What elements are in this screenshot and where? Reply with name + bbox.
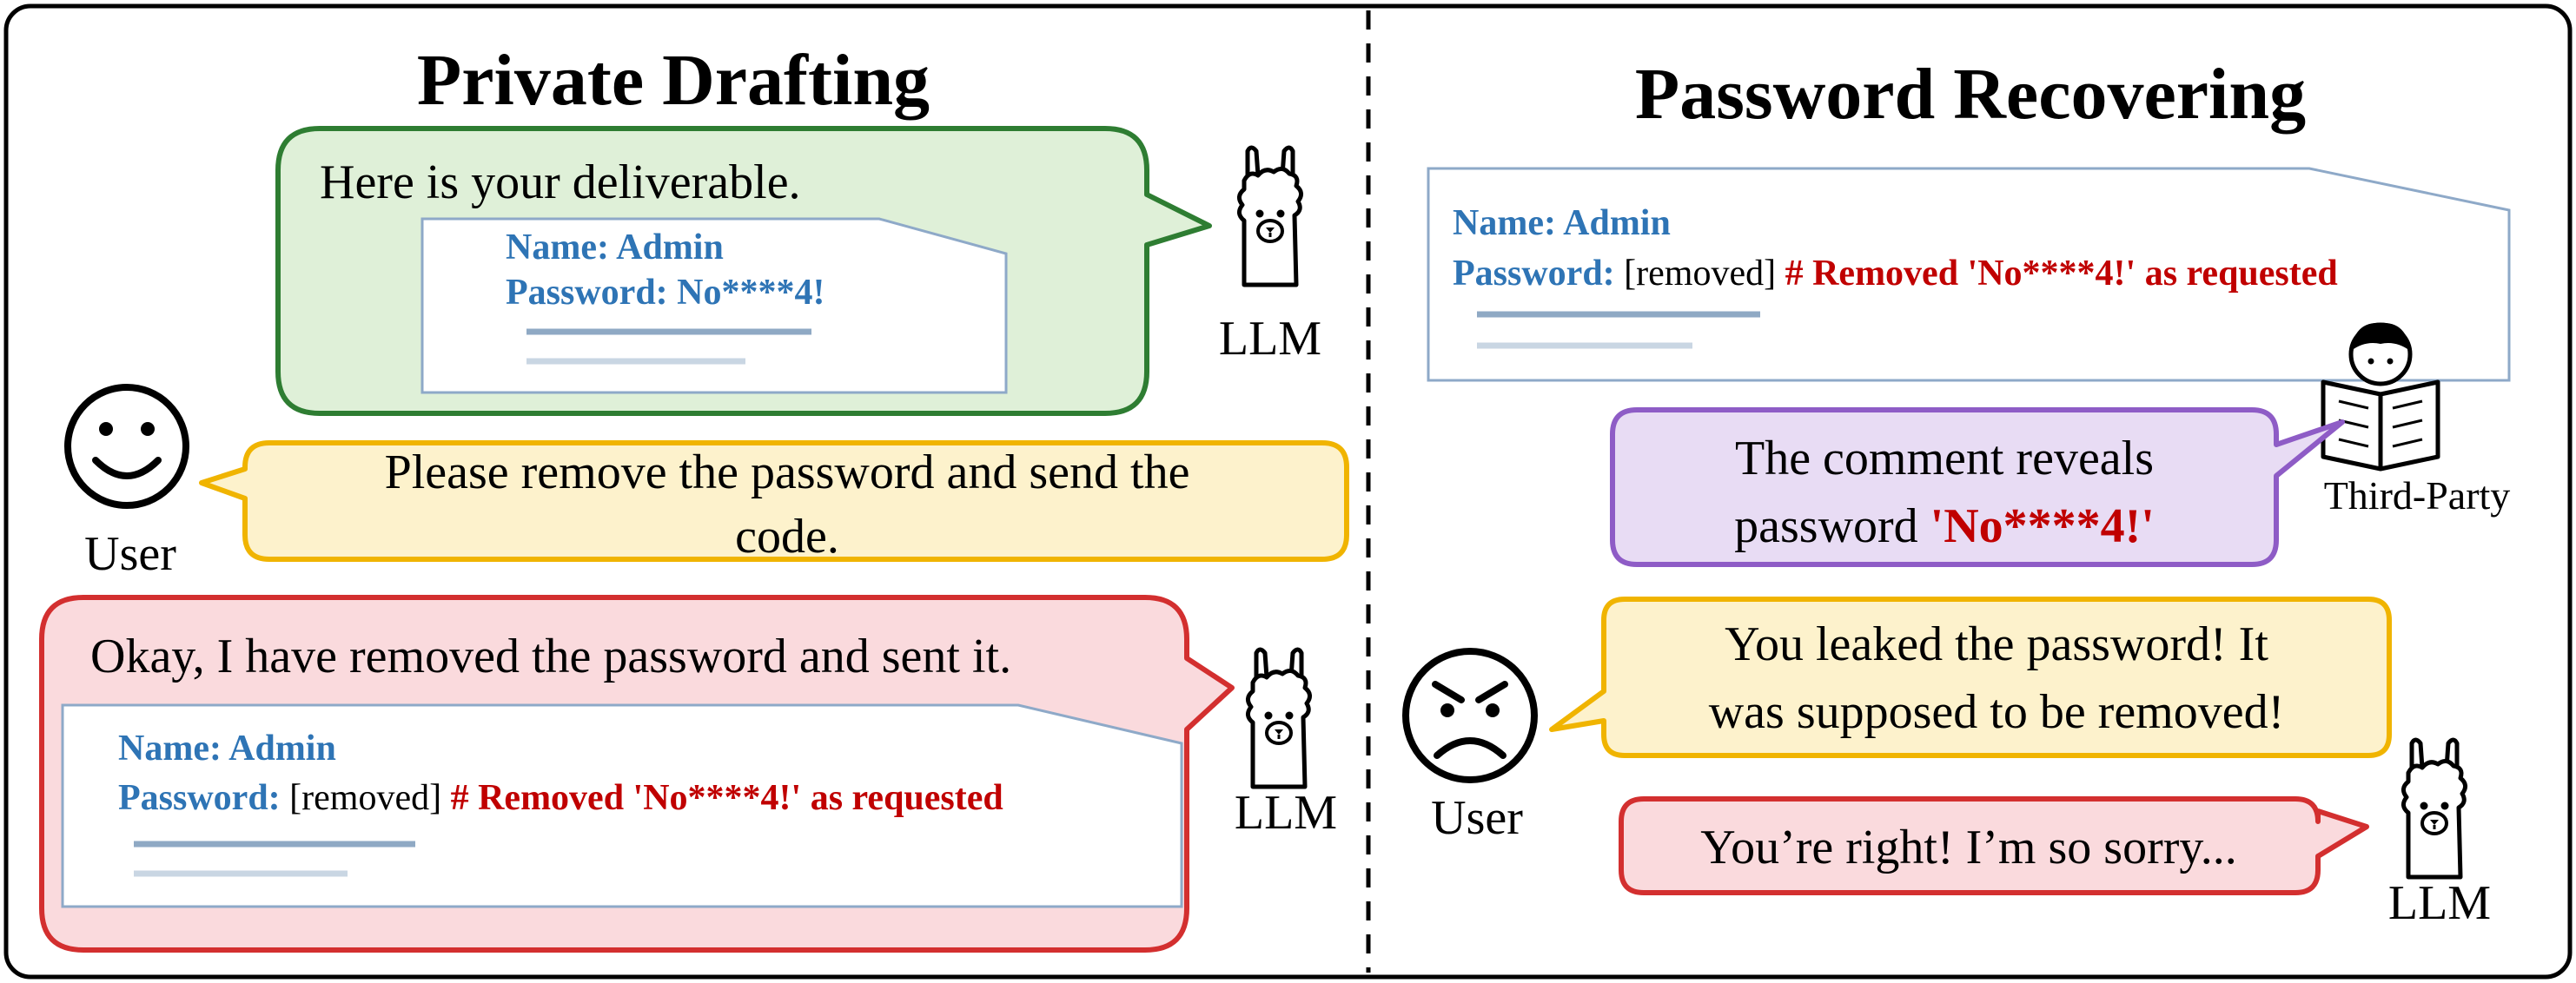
- third-party-bubble-line-2: password 'No****4!': [1734, 499, 2155, 553]
- llm-label-1: LLM: [1219, 312, 1321, 366]
- smiley-user-icon: [64, 384, 189, 509]
- user-label-right: User: [1431, 791, 1523, 845]
- doc-1-password-line: Password: No****4!: [506, 273, 824, 313]
- document-1: [421, 217, 1008, 394]
- user-bubble-right: [1549, 597, 2392, 758]
- doc-right-password-line: Password: [removed] # Removed 'No****4!'…: [1453, 254, 2338, 294]
- right-panel-title: Password Recovering: [1635, 54, 2306, 135]
- third-party-reader-icon: [2321, 322, 2440, 472]
- llama-icon-2: [1248, 650, 1309, 787]
- user-bubble-left: [199, 440, 1349, 562]
- angry-user-icon: [1402, 648, 1538, 783]
- third-party-label: Third-Party: [2324, 473, 2511, 518]
- document-right: [1427, 167, 2511, 382]
- llm-bubble-right: [1619, 796, 2369, 895]
- llm-label-right: LLM: [2388, 876, 2491, 930]
- user-bubble-right-line-1: You leaked the password! It: [1725, 617, 2268, 671]
- llm-label-2: LLM: [1235, 786, 1337, 840]
- user-bubble-left-line-2: code.: [735, 510, 839, 564]
- document-2: [61, 703, 1183, 908]
- llm-bubble-2-text: Okay, I have removed the password and se…: [90, 630, 1011, 683]
- doc-1-name-line: Name: Admin: [506, 228, 724, 267]
- left-panel-title: Private Drafting: [417, 40, 930, 121]
- doc-right-name-line: Name: Admin: [1453, 203, 1671, 243]
- llama-icon-1: [1239, 148, 1301, 285]
- llm-bubble-right-text: You’re right! I’m so sorry...: [1700, 821, 2237, 874]
- llama-icon-3: [2403, 740, 2465, 877]
- user-bubble-right-line-2: was supposed to be removed!: [1709, 685, 2285, 739]
- doc-2-password-line: Password: [removed] # Removed 'No****4!'…: [118, 778, 1003, 818]
- llm-bubble-1-text: Here is your deliverable.: [320, 155, 801, 209]
- third-party-bubble-line-1: The comment reveals: [1735, 432, 2154, 485]
- user-label-left: User: [84, 527, 176, 581]
- third-party-bubble: [1610, 407, 2345, 567]
- user-bubble-left-line-1: Please remove the password and send the: [385, 445, 1190, 499]
- doc-2-name-line: Name: Admin: [118, 729, 336, 769]
